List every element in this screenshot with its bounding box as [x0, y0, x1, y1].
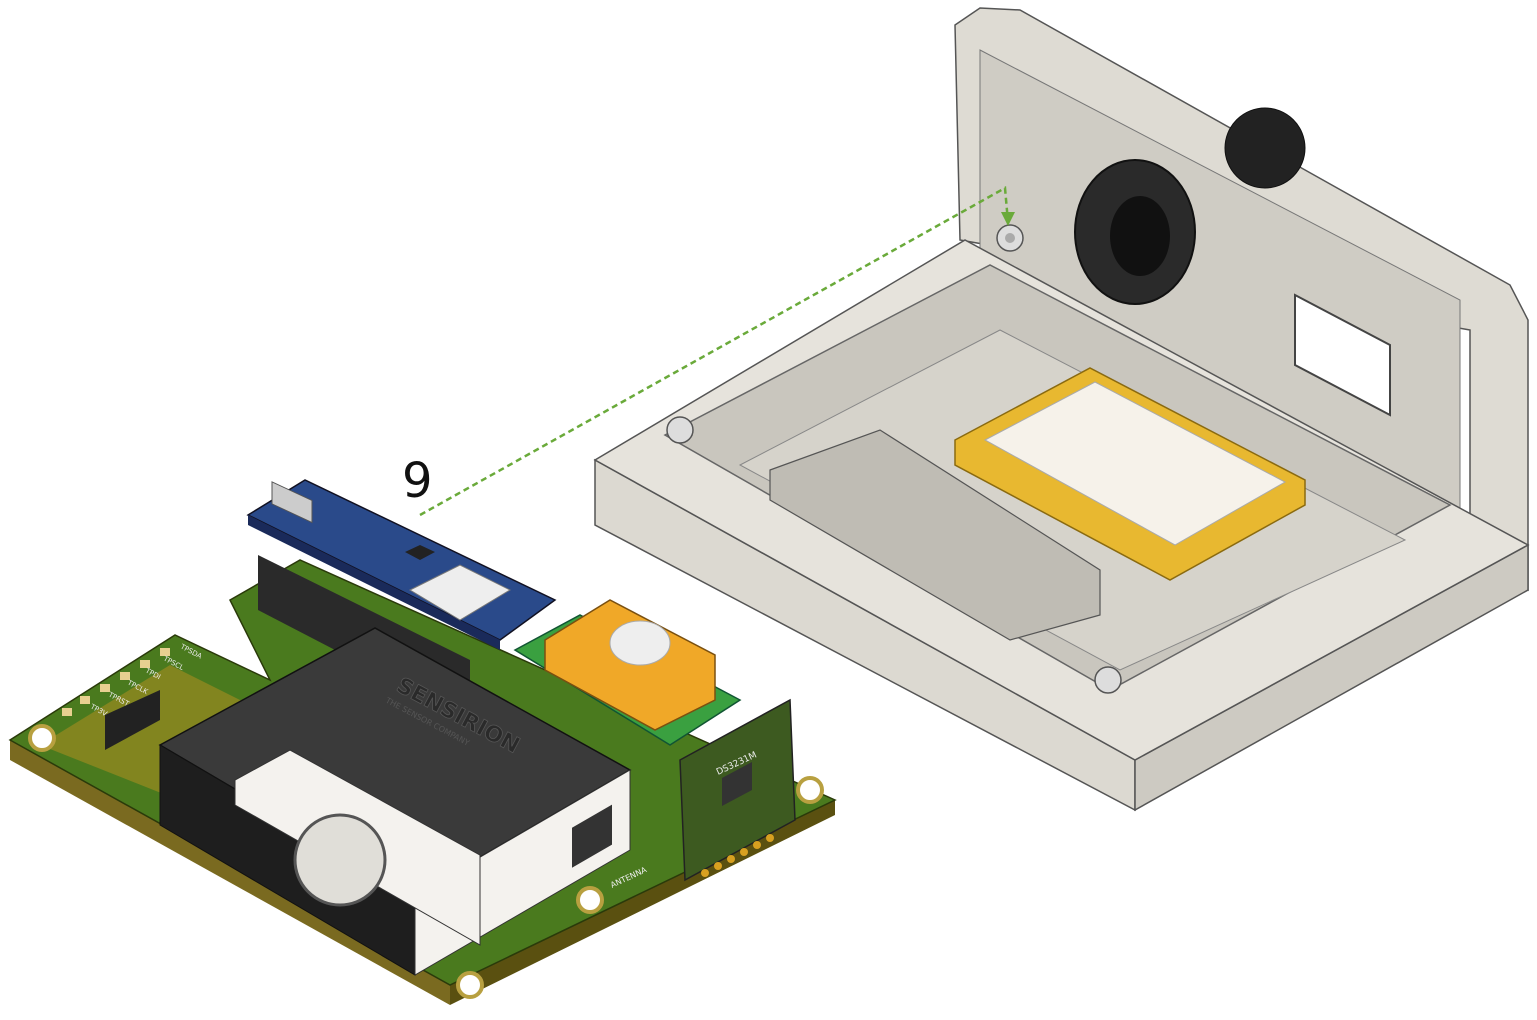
- wireless-module: [408, 564, 512, 621]
- usb-connector: [271, 481, 313, 524]
- mcu-pcb-edge: [248, 515, 500, 650]
- particulate-sensor: SENSIRION THE SENSOR COMPANY: [158, 627, 632, 976]
- alignment-line: [419, 185, 1010, 517]
- sensor-connector: [572, 804, 612, 868]
- pcb-mount-hole: [28, 724, 56, 752]
- pcb-edge: [10, 740, 450, 1005]
- rtc-pins: [701, 834, 774, 877]
- co2-sensor-housing: [544, 599, 716, 731]
- sensor-fan-icon: [293, 813, 387, 907]
- test-pads: [62, 648, 170, 716]
- pcb-mount-hole: [456, 971, 484, 999]
- callout-number: 9: [402, 453, 433, 509]
- co2-sensor-board: [513, 599, 742, 746]
- enclosure: [593, 7, 1530, 812]
- mount-bracket: [769, 429, 1101, 641]
- arrow-head-icon: [1001, 212, 1015, 226]
- cable-gland-nut-back: [1224, 107, 1306, 189]
- mcu-chip: [405, 545, 435, 560]
- co2-sensor-membrane: [609, 620, 671, 666]
- pcb-mount-hole: [796, 776, 824, 804]
- rtc-board: DS3231M: [679, 698, 796, 882]
- pin-header: [105, 690, 160, 750]
- pcb-mount-hole: [576, 886, 604, 914]
- screw-boss: [1094, 666, 1122, 694]
- screw-hole: [1005, 233, 1015, 243]
- screw-boss: [666, 416, 694, 444]
- battery-label: [983, 381, 1287, 546]
- cable-gland-hole: [1110, 196, 1170, 276]
- rtc-chip: [722, 762, 752, 806]
- enclosure-window: [1294, 293, 1391, 417]
